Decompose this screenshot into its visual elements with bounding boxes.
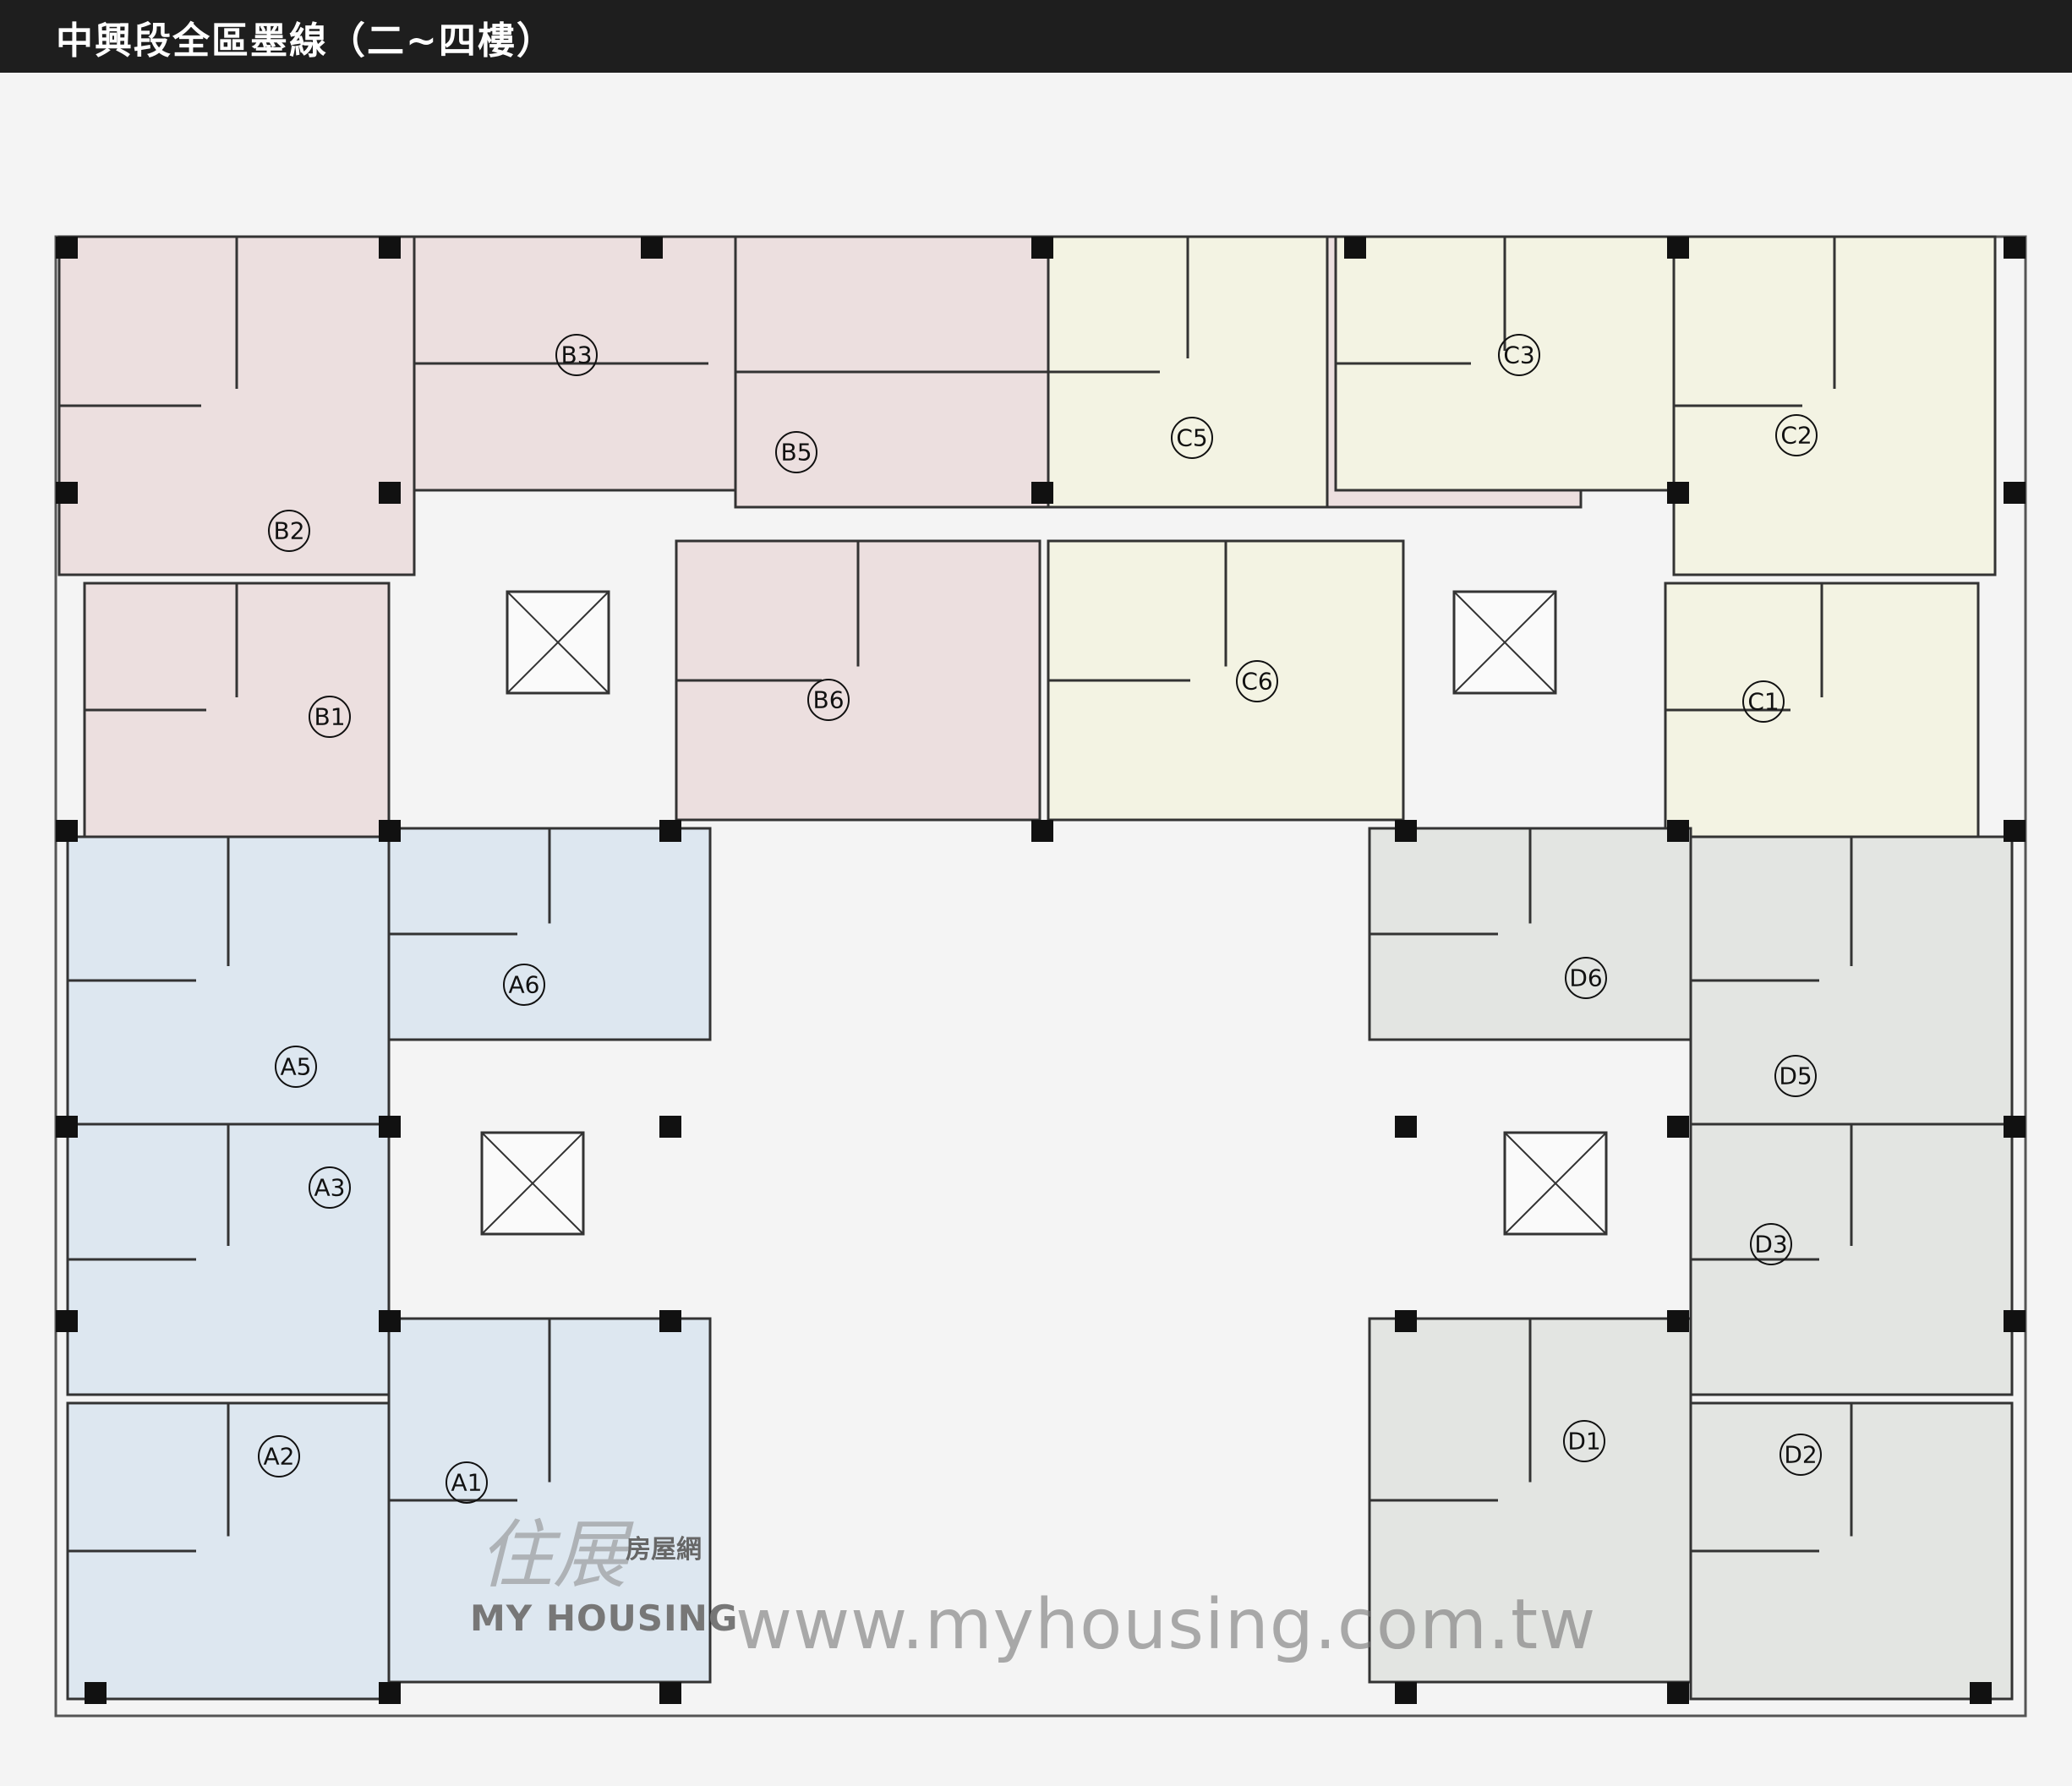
structural-column bbox=[379, 1116, 401, 1138]
unit-label-a3: A3 bbox=[314, 1174, 346, 1202]
unit-label-a1: A1 bbox=[451, 1469, 483, 1497]
watermark-url: www.myhousing.com.tw bbox=[735, 1585, 1597, 1665]
title-bar: 中興段全區墨線（二~四樓） bbox=[0, 0, 2072, 73]
elevator-cross bbox=[506, 591, 610, 694]
structural-column bbox=[659, 1682, 681, 1704]
structural-column bbox=[1395, 1310, 1417, 1332]
watermark-brand: MY HOUSING bbox=[470, 1598, 739, 1639]
structural-column bbox=[1970, 1682, 1992, 1704]
structural-column bbox=[1031, 482, 1053, 504]
unit-label-circle bbox=[275, 1046, 317, 1088]
unit-label-circle bbox=[1565, 957, 1607, 999]
unit-label-circle bbox=[309, 696, 351, 738]
structural-column bbox=[659, 820, 681, 842]
unit-label-circle bbox=[446, 1461, 488, 1504]
unit-label-a6: A6 bbox=[509, 971, 540, 999]
structural-column bbox=[56, 1116, 78, 1138]
structural-column bbox=[1395, 820, 1417, 842]
unit-label-b2: B2 bbox=[273, 517, 304, 545]
unit-label-c2: C2 bbox=[1780, 422, 1812, 450]
unit-label-circle bbox=[1742, 680, 1785, 723]
unit-label-a5: A5 bbox=[281, 1053, 312, 1081]
structural-column bbox=[2004, 1310, 2026, 1332]
unit-label-b5: B5 bbox=[780, 439, 812, 467]
unit-label-d3: D3 bbox=[1754, 1231, 1787, 1259]
structural-column bbox=[85, 1682, 107, 1704]
unit-label-c6: C6 bbox=[1241, 668, 1272, 696]
unit-label-circle bbox=[268, 510, 310, 552]
unit-label-circle bbox=[807, 679, 850, 721]
structural-column bbox=[1031, 237, 1053, 259]
unit-label-circle bbox=[1563, 1420, 1605, 1462]
unit-label-c3: C3 bbox=[1503, 341, 1534, 369]
unit-label-circle bbox=[1171, 417, 1213, 459]
unit-label-circle bbox=[1750, 1223, 1792, 1265]
structural-column bbox=[1344, 237, 1366, 259]
structural-column bbox=[379, 1682, 401, 1704]
structural-column bbox=[1667, 1116, 1689, 1138]
structural-column bbox=[56, 237, 78, 259]
myhousing-logo: 住展 bbox=[478, 1511, 634, 1598]
structural-column bbox=[1667, 1310, 1689, 1332]
unit-label-d2: D2 bbox=[1784, 1441, 1817, 1469]
structural-column bbox=[659, 1116, 681, 1138]
structural-column bbox=[1667, 482, 1689, 504]
unit-label-d6: D6 bbox=[1569, 964, 1602, 992]
elevator-cross bbox=[1453, 591, 1556, 694]
structural-column bbox=[379, 482, 401, 504]
unit-label-c5: C5 bbox=[1176, 424, 1207, 452]
unit-label-circle bbox=[309, 1166, 351, 1209]
structural-column bbox=[56, 482, 78, 504]
unit-label-b6: B6 bbox=[812, 686, 844, 714]
structural-column bbox=[1667, 820, 1689, 842]
elevator-cross bbox=[1504, 1132, 1607, 1235]
structural-column bbox=[2004, 820, 2026, 842]
structural-column bbox=[379, 1310, 401, 1332]
structural-column bbox=[1667, 1682, 1689, 1704]
structural-column bbox=[56, 1310, 78, 1332]
unit-label-a2: A2 bbox=[264, 1443, 295, 1471]
unit-label-d1: D1 bbox=[1567, 1428, 1600, 1456]
structural-column bbox=[2004, 482, 2026, 504]
unit-label-circle bbox=[1774, 1055, 1817, 1097]
unit-label-circle bbox=[1780, 1434, 1822, 1476]
structural-column bbox=[1667, 237, 1689, 259]
page-title: 中興段全區墨線（二~四樓） bbox=[56, 19, 555, 63]
unit-label-c1: C1 bbox=[1747, 688, 1779, 716]
watermark-logo-sub: 房屋網 bbox=[626, 1535, 702, 1565]
structural-column bbox=[641, 237, 663, 259]
unit-label-circle bbox=[258, 1435, 300, 1477]
unit-label-b3: B3 bbox=[560, 341, 592, 369]
structural-column bbox=[379, 820, 401, 842]
structural-column bbox=[2004, 237, 2026, 259]
unit-label-circle bbox=[775, 431, 817, 473]
unit-label-circle bbox=[503, 964, 545, 1006]
structural-column bbox=[1395, 1682, 1417, 1704]
unit-label-b1: B1 bbox=[314, 703, 345, 731]
unit-label-circle bbox=[1236, 660, 1278, 702]
unit-label-circle bbox=[1498, 334, 1540, 376]
structural-column bbox=[379, 237, 401, 259]
structural-column bbox=[1031, 820, 1053, 842]
unit-label-circle bbox=[555, 334, 598, 376]
elevator-cross bbox=[481, 1132, 584, 1235]
structural-column bbox=[1395, 1116, 1417, 1138]
svg-text:住展: 住展 bbox=[478, 1511, 634, 1598]
structural-column bbox=[659, 1310, 681, 1332]
structural-column bbox=[2004, 1116, 2026, 1138]
unit-label-d5: D5 bbox=[1779, 1062, 1812, 1090]
unit-label-circle bbox=[1775, 414, 1818, 456]
structural-column bbox=[56, 820, 78, 842]
